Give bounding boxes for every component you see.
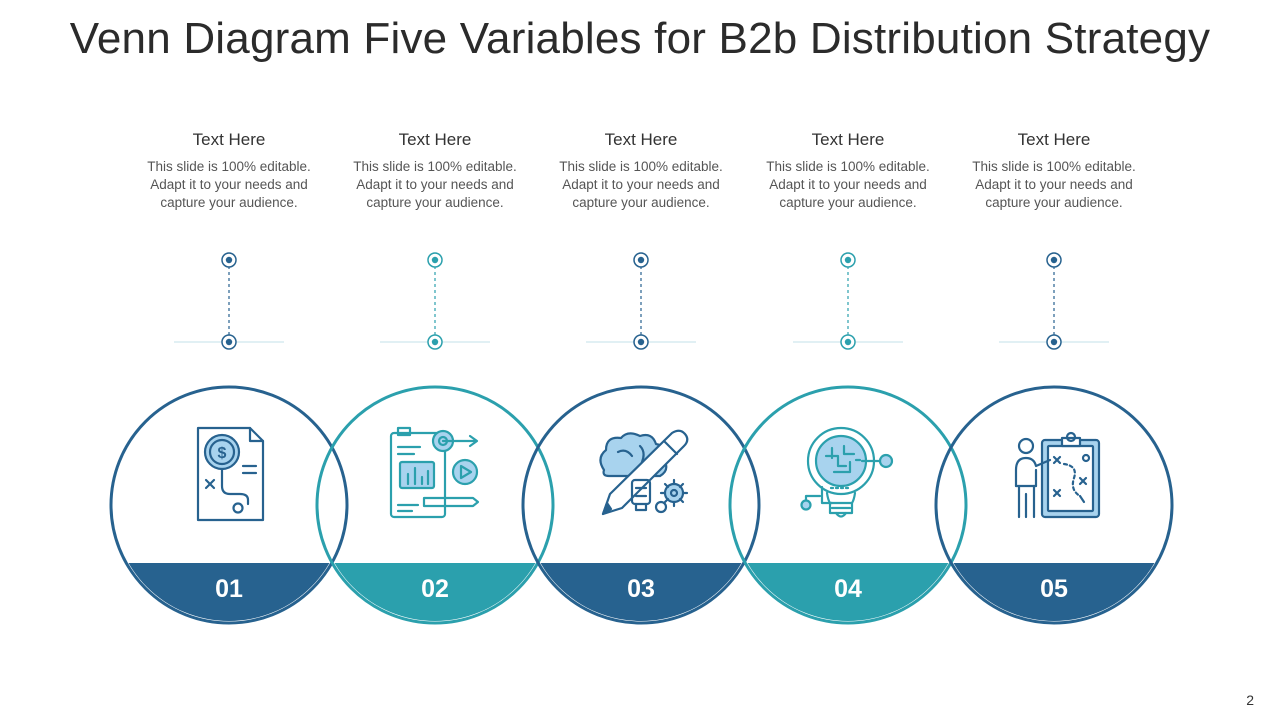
venn-circle-2 <box>315 385 555 625</box>
brain-pencil-gear-icon <box>599 429 689 516</box>
item-body: This slide is 100% editable. Adapt it to… <box>766 159 930 210</box>
item-body: This slide is 100% editable. Adapt it to… <box>353 159 517 210</box>
lightbulb-maze-icon <box>800 426 894 518</box>
item-number-1: 01 <box>215 575 243 603</box>
item-heading: Text Here <box>811 130 885 149</box>
connector-2 <box>380 252 490 350</box>
venn-circle-1 <box>109 385 349 625</box>
page-number: 2 <box>1246 692 1254 708</box>
connector-5 <box>999 252 1109 350</box>
text-block-4: Text Here This slide is 100% editable. A… <box>763 128 933 212</box>
venn-circle-3 <box>521 385 761 625</box>
item-number-4: 04 <box>834 575 862 603</box>
connector-3 <box>586 252 696 350</box>
item-number-5: 05 <box>1040 575 1068 603</box>
item-body: This slide is 100% editable. Adapt it to… <box>559 159 723 210</box>
venn-circle-4 <box>728 385 968 625</box>
report-target-icon <box>389 426 480 519</box>
document-dollar-icon: $ <box>196 426 265 522</box>
svg-text:$: $ <box>218 445 227 462</box>
item-number-2: 02 <box>421 575 449 603</box>
text-block-1: Text Here This slide is 100% editable. A… <box>144 128 314 212</box>
item-heading: Text Here <box>192 130 266 149</box>
connector-1 <box>174 252 284 350</box>
item-number-3: 03 <box>627 575 655 603</box>
venn-circle-5 <box>934 385 1174 625</box>
item-body: This slide is 100% editable. Adapt it to… <box>972 159 1136 210</box>
item-heading: Text Here <box>604 130 678 149</box>
presenter-strategy-board-icon <box>1014 431 1101 519</box>
slide-title: Venn Diagram Five Variables for B2b Dist… <box>69 14 1211 63</box>
text-block-3: Text Here This slide is 100% editable. A… <box>556 128 726 212</box>
item-body: This slide is 100% editable. Adapt it to… <box>147 159 311 210</box>
item-heading: Text Here <box>1017 130 1091 149</box>
text-block-5: Text Here This slide is 100% editable. A… <box>969 128 1139 212</box>
connector-4 <box>793 252 903 350</box>
text-block-2: Text Here This slide is 100% editable. A… <box>350 128 520 212</box>
item-heading: Text Here <box>398 130 472 149</box>
